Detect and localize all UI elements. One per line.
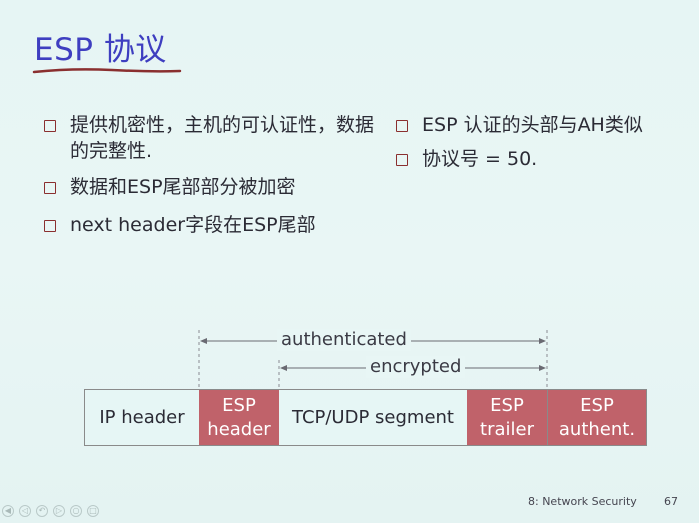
bullet-item: next header字段在ESP尾部 — [44, 212, 384, 238]
nav-next-icon[interactable]: ▷ — [53, 505, 65, 517]
nav-first-icon[interactable]: ◀ — [2, 505, 14, 517]
esp-trailer-segment: ESP trailer — [467, 389, 547, 446]
encrypted-label: encrypted — [366, 356, 466, 378]
checkbox-bullet-icon — [44, 220, 56, 232]
bullet-text: 提供机密性，主机的可认证性，数据的完整性. — [70, 114, 375, 162]
bullet-text: ESP 认证的头部与AH类似 — [422, 114, 643, 136]
slide-title: ESP 协议 — [34, 32, 167, 68]
bullet-text: next header字段在ESP尾部 — [70, 214, 316, 236]
tcp-udp-segment: TCP/UDP segment — [279, 389, 467, 446]
bullet-text: 数据和ESP尾部部分被加密 — [70, 176, 296, 198]
footer-page-number: 67 — [664, 495, 678, 508]
checkbox-bullet-icon — [396, 120, 408, 132]
nav-back-icon[interactable]: ↶ — [36, 505, 48, 517]
title-underline — [32, 68, 182, 74]
encrypted-arrow-right — [539, 365, 546, 371]
esp-header-segment: ESP header — [199, 389, 279, 446]
slide-nav-controls: ◀ ◁ ↶ ▷ ○ □ — [2, 505, 99, 517]
esp-auth-segment: ESP authent. — [547, 389, 647, 446]
bullet-item: 提供机密性，主机的可认证性，数据的完整性. — [44, 112, 384, 164]
checkbox-bullet-icon — [396, 154, 408, 166]
ip-header-segment: IP header — [84, 389, 200, 446]
nav-prev-icon[interactable]: ◁ — [19, 505, 31, 517]
left-bullet-list: 提供机密性，主机的可认证性，数据的完整性. 数据和ESP尾部部分被加密 next… — [44, 112, 384, 250]
bullet-item: ESP 认证的头部与AH类似 — [396, 112, 696, 138]
encrypted-arrow-left — [280, 365, 287, 371]
right-bullet-list: ESP 认证的头部与AH类似 协议号 = 50. — [396, 112, 696, 184]
checkbox-bullet-icon — [44, 120, 56, 132]
bullet-item: 协议号 = 50. — [396, 146, 696, 172]
footer-section: 8: Network Security — [528, 495, 637, 508]
authenticated-arrow-left — [200, 338, 207, 344]
nav-fullscreen-icon[interactable]: □ — [87, 505, 99, 517]
bullet-text: 协议号 = 50. — [422, 148, 538, 170]
bullet-item: 数据和ESP尾部部分被加密 — [44, 174, 384, 200]
authenticated-arrow-right — [539, 338, 546, 344]
authenticated-label: authenticated — [277, 329, 411, 351]
checkbox-bullet-icon — [44, 182, 56, 194]
nav-search-icon[interactable]: ○ — [70, 505, 82, 517]
